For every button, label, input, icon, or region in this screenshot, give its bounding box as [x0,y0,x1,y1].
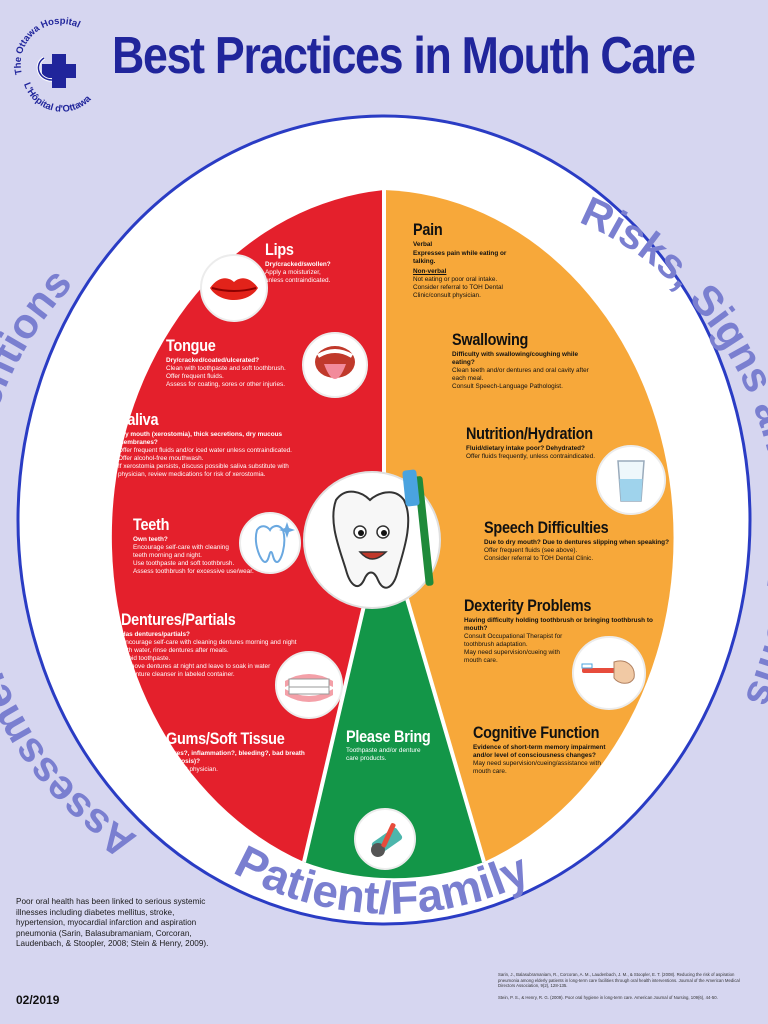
section-question: Having difficulty holding toothbrush or … [464,617,653,632]
green-segment [304,520,484,879]
section-speech: Speech Difficulties Due to dry mouth? Du… [484,518,669,563]
section-title: Lips [265,240,294,259]
section-question-2: Non-verbal [413,268,447,275]
section-text: Clean teeth and/or dentures and oral cav… [452,367,589,390]
section-text: Offer fluids frequently, unless contrain… [466,453,596,460]
section-text: Offer frequent fluids and/or iced water … [118,447,292,478]
tooth-mascot-icon [303,469,441,609]
section-title: Tongue [166,336,216,355]
publication-date: 02/2019 [16,993,60,1007]
section-text: Toothpaste and/or denture care products. [346,747,421,762]
footer-note: Poor oral health has been linked to seri… [16,897,209,949]
section-teeth: Teeth Own teeth? Encourage self-care wit… [133,515,254,576]
references: Sarin, J., Balasubramaniam, R., Corcoran… [498,972,754,1006]
section-dentures: Dentures/Partials Has dentures/partials?… [121,610,297,679]
section-text: Encourage self-care with cleaning dentur… [121,639,297,678]
section-title: Pain [413,220,443,239]
section-question: Due to dry mouth? Due to dentures slippi… [484,539,669,546]
section-question: Has dentures/partials? [121,631,190,638]
section-title: Dexterity Problems [464,596,592,615]
section-title: Speech Difficulties [484,518,609,537]
section-text: Consult physician. [166,766,218,773]
section-title: Swallowing [452,330,529,349]
tongue-icon [302,332,368,398]
section-question: Sores?, inflammation?, bleeding?, bad br… [166,750,305,765]
lips-icon [200,254,268,322]
section-question: Own teeth? [133,536,168,543]
section-title: Dentures/Partials [121,610,236,629]
hand-toothbrush-icon [572,636,646,710]
section-title: Teeth [133,515,170,534]
section-question: Dry/cracked/swollen? [265,261,331,268]
section-lips: Lips Dry/cracked/swollen? Apply a moistu… [265,240,331,285]
section-title: Cognitive Function [473,723,600,742]
section-title: Saliva [118,410,159,429]
section-nutrition: Nutrition/Hydration Fluid/dietary intake… [466,424,615,461]
section-title: Nutrition/Hydration [466,424,593,443]
section-question: Verbal [413,241,433,248]
section-pain: Pain Verbal Expresses pain while eating … [413,220,506,300]
section-question: Dry mouth (xerostomia), thick secretions… [118,431,283,446]
hospital-cross-icon [36,54,76,88]
section-text: Consult Occupational Therapist for tooth… [464,633,563,664]
dentures-icon [275,651,343,719]
water-glass-icon [596,445,666,515]
section-question: Dry/cracked/coated/ulcerated? [166,357,260,364]
section-title: Gums/Soft Tissue [166,729,285,748]
section-tongue: Tongue Dry/cracked/coated/ulcerated? Cle… [166,336,286,389]
section-question: Evidence of short-term memory impairment… [473,744,606,759]
section-question: Fluid/dietary intake poor? Dehydrated? [466,445,585,452]
section-text: Clean with toothpaste and soft toothbrus… [166,365,286,388]
section-text-2: Not eating or poor oral intake. Consider… [413,276,503,299]
page-title: Best Practices in Mouth Care [112,27,696,85]
section-please-bring: Please Bring Toothpaste and/or denture c… [346,727,445,763]
reference-2: Stein, P. S., & Henry, R. G. (2009). Poo… [498,994,718,1000]
section-dexterity: Dexterity Problems Having difficulty hol… [464,596,653,665]
section-text: May need supervision/cueing/assistance w… [473,760,601,775]
section-question: Difficulty with swallowing/coughing whil… [452,351,579,366]
ottawa-hospital-logo: The Ottawa Hospital L'Hôpital d'Ottawa [13,16,94,114]
sparkling-tooth-icon [239,512,301,574]
reference-1: Sarin, J., Balasubramaniam, R., Corcoran… [498,972,740,989]
section-cognitive: Cognitive Function Evidence of short-ter… [473,723,622,776]
section-text: Expresses pain while eating or talking. [413,250,507,265]
section-gums: Gums/Soft Tissue Sores?, inflammation?, … [166,729,305,774]
section-text: Apply a moisturizer, unless contraindica… [265,269,331,284]
section-text: Offer frequent fluids (see above). Consi… [484,547,594,562]
toothpaste-toothbrush-icon [354,808,416,870]
section-text: Encourage self-care with cleaning teeth … [133,544,254,575]
section-title: Please Bring [346,727,431,746]
section-saliva: Saliva Dry mouth (xerostomia), thick sec… [118,410,292,479]
section-swallowing: Swallowing Difficulty with swallowing/co… [452,330,589,391]
